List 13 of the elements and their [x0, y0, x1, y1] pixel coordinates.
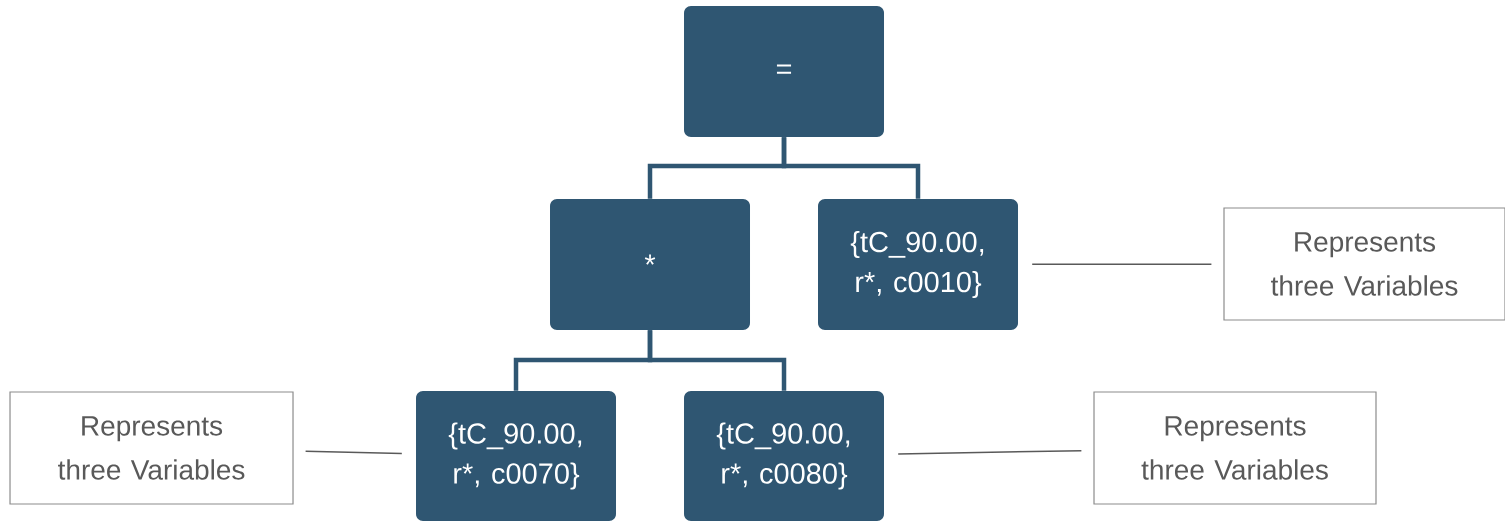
node-box: {tC_90.00, r*, c0080} [684, 391, 884, 521]
leader-line [1031, 263, 1213, 266]
connector-line [781, 137, 921, 199]
node-box: * [550, 199, 750, 330]
node-box: {tC_90.00, r*, c0070} [416, 391, 616, 521]
callout-box: Represents three Variables [1093, 391, 1377, 505]
leader-line [304, 450, 403, 455]
leader-line [897, 449, 1083, 455]
node-box: = [684, 6, 884, 137]
callout-box: Represents three Variables [1223, 207, 1505, 321]
node-box: {tC_90.00, r*, c0010} [818, 199, 1018, 330]
connector-line [647, 330, 787, 391]
callout-box: Represents three Variables [9, 391, 294, 505]
